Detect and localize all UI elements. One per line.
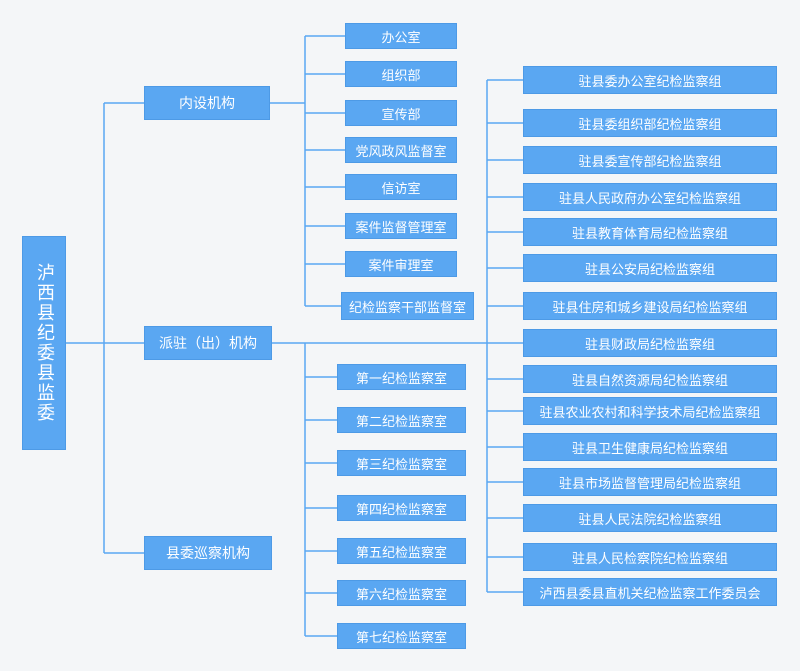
node-jiancha-7: 第七纪检监察室 [337, 623, 466, 649]
node-paizhu-4: 驻县人民政府办公室纪检监察组 [523, 183, 777, 211]
node-paizhu-9: 驻县自然资源局纪检监察组 [523, 365, 777, 393]
node-paizhu-15: 泸西县委县直机关纪检监察工作委员会 [523, 578, 777, 606]
node-paizhu-jigou: 派驻（出）机构 [144, 326, 272, 360]
node-party-style-supervision: 党风政风监督室 [345, 137, 457, 163]
node-jiancha-5: 第五纪检监察室 [337, 538, 466, 564]
node-case-supervision: 案件监督管理室 [345, 213, 457, 239]
node-cadre-supervision: 纪检监察干部监督室 [341, 292, 474, 320]
node-case-review: 案件审理室 [345, 251, 457, 277]
node-paizhu-14: 驻县人民检察院纪检监察组 [523, 543, 777, 571]
node-organization-dept: 组织部 [345, 61, 457, 87]
node-paizhu-10: 驻县农业农村和科学技术局纪检监察组 [523, 397, 777, 425]
node-office: 办公室 [345, 23, 457, 49]
node-paizhu-2: 驻县委组织部纪检监察组 [523, 109, 777, 137]
node-paizhu-13: 驻县人民法院纪检监察组 [523, 504, 777, 532]
node-paizhu-8: 驻县财政局纪检监察组 [523, 329, 777, 357]
node-paizhu-1: 驻县委办公室纪检监察组 [523, 66, 777, 94]
node-neishe-jigou: 内设机构 [144, 86, 270, 120]
node-paizhu-6: 驻县公安局纪检监察组 [523, 254, 777, 282]
node-petition-office: 信访室 [345, 174, 457, 200]
node-publicity-dept: 宣传部 [345, 100, 457, 126]
node-jiancha-2: 第二纪检监察室 [337, 407, 466, 433]
node-paizhu-5: 驻县教育体育局纪检监察组 [523, 218, 777, 246]
node-jiancha-3: 第三纪检监察室 [337, 450, 466, 476]
node-xuncha-jigou: 县委巡察机构 [144, 536, 272, 570]
node-jiancha-4: 第四纪检监察室 [337, 495, 466, 521]
node-paizhu-11: 驻县卫生健康局纪检监察组 [523, 433, 777, 461]
node-jiancha-1: 第一纪检监察室 [337, 364, 466, 390]
node-paizhu-3: 驻县委宣传部纪检监察组 [523, 146, 777, 174]
node-jiancha-6: 第六纪检监察室 [337, 580, 466, 606]
root-node-luxi-commission: 泸西县纪委县监委 [22, 236, 66, 450]
node-paizhu-12: 驻县市场监督管理局纪检监察组 [523, 468, 777, 496]
node-paizhu-7: 驻县住房和城乡建设局纪检监察组 [523, 292, 777, 320]
